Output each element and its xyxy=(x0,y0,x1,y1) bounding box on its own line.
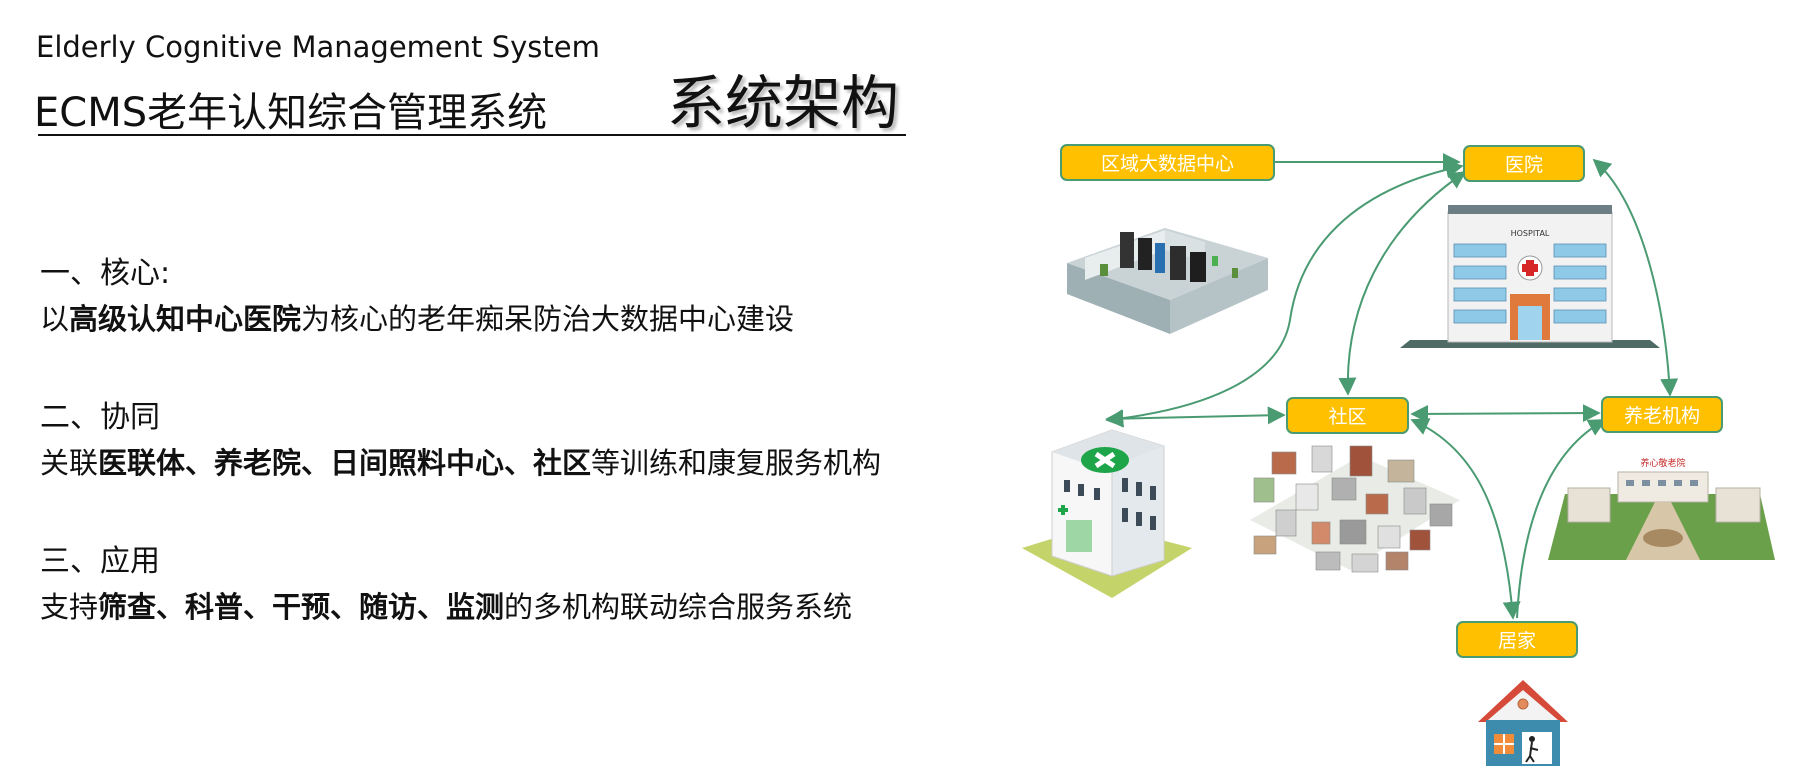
node-hospital: 医院 xyxy=(1463,145,1585,182)
node-elderly-care: 养老机构 xyxy=(1601,396,1723,433)
node-data-center: 区域大数据中心 xyxy=(1060,144,1275,181)
arrow-hospital-elderlycare xyxy=(1592,158,1679,397)
arrow-community-home xyxy=(1410,418,1521,620)
care-home-image: 养心敬老院 xyxy=(1548,457,1775,560)
hospital-image: HOSPITAL xyxy=(1400,205,1660,348)
arrow-hospital-community xyxy=(1338,170,1467,396)
community-image xyxy=(1250,445,1460,573)
section-3-text-part: 的多机构联动综合服务系统 xyxy=(504,590,853,624)
title-divider xyxy=(38,134,906,136)
section-1-text: 以高级认知中心医院为核心的老年痴呆防治大数据中心建设 xyxy=(40,296,794,338)
home-image xyxy=(1478,680,1568,766)
section-3-text-bold: 筛查、科普、干预、随访、监测 xyxy=(98,590,505,624)
node-home: 居家 xyxy=(1456,621,1578,658)
section-1-text-part: 以 xyxy=(40,302,70,336)
section-1-text-part: 为核心的老年痴呆防治大数据中心建设 xyxy=(301,302,795,336)
care-home-sign: 养心敬老院 xyxy=(1640,457,1685,469)
section-2-text-part: 等训练和康复服务机构 xyxy=(591,446,882,480)
section-2-text-bold: 医联体、养老院、日间照料中心、社区 xyxy=(98,446,592,480)
hospital-sign: HOSPITAL xyxy=(1511,229,1550,238)
section-1-heading: 一、核心: xyxy=(40,256,171,291)
section-2-text-part: 关联 xyxy=(40,446,99,480)
arrow-community-elderlycare xyxy=(1410,404,1601,423)
section-2-text: 关联医联体、养老院、日间照料中心、社区等训练和康复服务机构 xyxy=(40,440,881,482)
subtitle-english: Elderly Cognitive Management System xyxy=(36,30,600,64)
slide-heading: 系统架构 xyxy=(667,69,900,137)
arrow-elderlycare-home xyxy=(1516,419,1607,619)
section-2-heading: 二、协同 xyxy=(40,400,160,435)
section-1-text-bold: 高级认知中心医院 xyxy=(69,302,302,336)
section-3-text: 支持筛查、科普、干预、随访、监测的多机构联动综合服务系统 xyxy=(40,584,852,626)
section-3-text-part: 支持 xyxy=(40,590,99,624)
section-3-heading: 三、应用 xyxy=(40,544,160,579)
title-chinese: ECMS老年认知综合管理系统 xyxy=(34,90,548,136)
data-center-image xyxy=(1067,228,1268,334)
node-community: 社区 xyxy=(1286,397,1409,434)
arrow-clinic-community xyxy=(1105,406,1286,428)
clinic-image xyxy=(1022,429,1192,598)
